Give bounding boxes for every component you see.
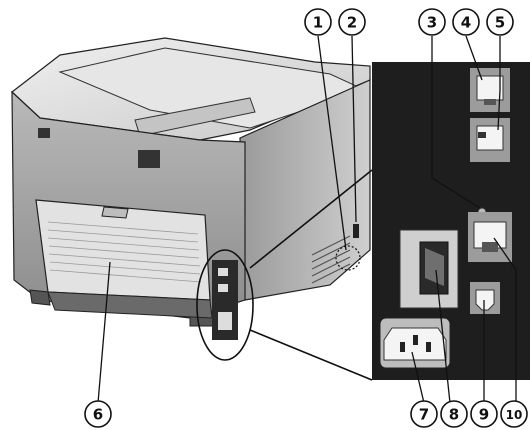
callout-6-label: 6 (93, 406, 103, 424)
callout-4: 4 (452, 8, 480, 36)
item-2-slot (353, 224, 359, 238)
leader-8 (435, 269, 451, 404)
leader-2 (351, 35, 357, 223)
port-5-jack (470, 118, 510, 162)
leader-lines (97, 35, 517, 404)
leader-3 (431, 36, 481, 209)
callout-2: 2 (338, 8, 366, 36)
callout-8: 8 (440, 400, 468, 428)
callout-10-label: 10 (506, 408, 523, 422)
callout-4-label: 4 (461, 14, 471, 32)
printer-body (11, 37, 371, 361)
port-4-jack (470, 68, 510, 112)
callout-9: 9 (470, 400, 498, 428)
ac-inlet (379, 317, 451, 369)
handle-slot-right (138, 150, 160, 168)
power-switch (419, 241, 449, 295)
leader-10 (493, 237, 517, 403)
handle-slot-left (38, 128, 50, 138)
mini-port-a (218, 268, 228, 276)
leader-6 (97, 261, 111, 404)
callout-7: 7 (410, 400, 438, 428)
rear-cover-grille (47, 221, 202, 283)
mini-port-b (218, 284, 228, 292)
side-vent (311, 235, 351, 284)
port-area-highlight (196, 249, 254, 361)
callout-3-label: 3 (427, 14, 437, 32)
callout-1: 1 (304, 8, 332, 36)
callout-8-label: 8 (449, 406, 459, 424)
leader-4 (465, 35, 483, 81)
mini-power-inlet (218, 312, 232, 330)
feet-left (29, 289, 51, 306)
callout-3: 3 (418, 8, 446, 36)
callout-7-label: 7 (419, 406, 429, 424)
item-1-highlight (335, 245, 361, 271)
connector-panel-zoom (249, 62, 530, 381)
callouts: 1 2 3 4 5 6 7 8 (84, 8, 528, 428)
leader-7 (411, 351, 425, 404)
callout-1-label: 1 (313, 14, 323, 32)
leader-1 (317, 35, 347, 251)
callout-2-label: 2 (347, 14, 357, 32)
callout-6: 6 (84, 400, 112, 428)
lid-hinge (134, 97, 256, 137)
zoom-connector-lines (249, 169, 373, 381)
callout-9-label: 9 (479, 406, 489, 424)
rear-cover-tab (101, 206, 129, 219)
callout-5-label: 5 (495, 14, 505, 32)
usb-port (470, 282, 500, 314)
leader-5 (497, 36, 501, 131)
callout-10: 10 (500, 400, 528, 428)
callout-5: 5 (486, 8, 514, 36)
